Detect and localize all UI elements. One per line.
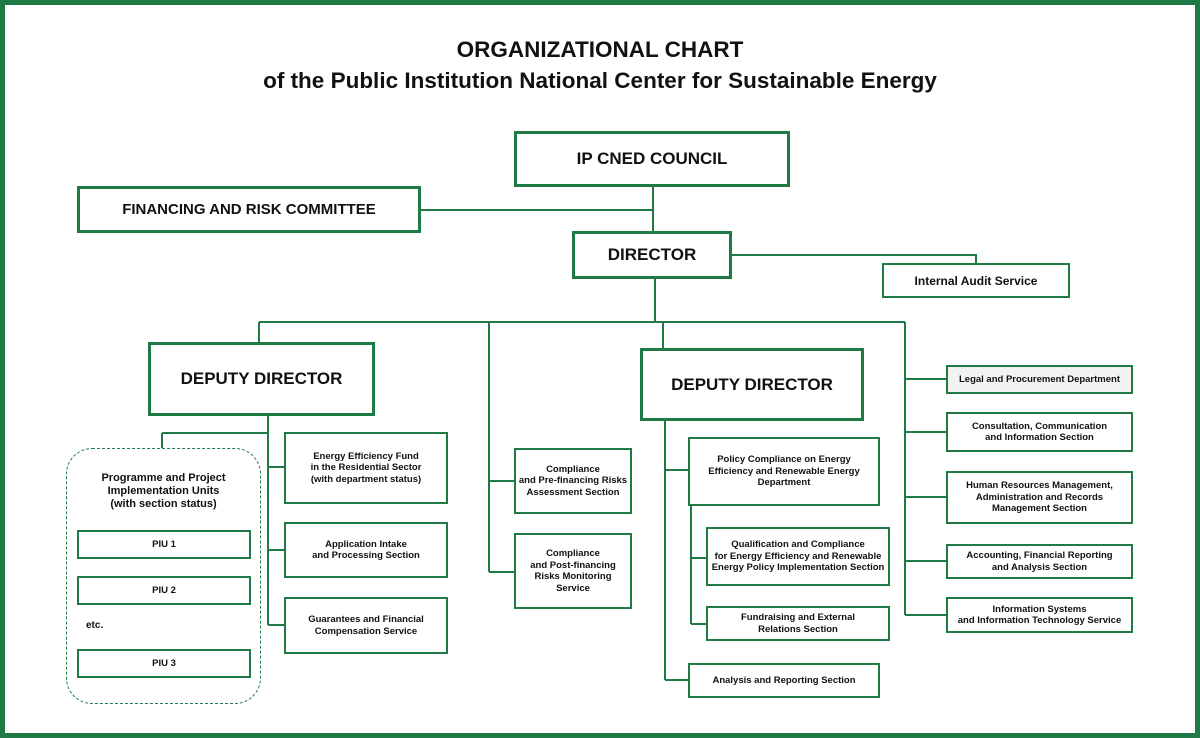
- guarantees-box: Guarantees and Financial Compensation Se…: [284, 597, 448, 654]
- council-box: IP CNED COUNCIL: [514, 131, 790, 187]
- consultation-box: Consultation, Communication and Informat…: [946, 412, 1133, 452]
- hr-box: Human Resources Management, Administrati…: [946, 471, 1133, 524]
- piu-3-box: PIU 3: [77, 649, 251, 678]
- internal-audit-box: Internal Audit Service: [882, 263, 1070, 298]
- title-line-1: ORGANIZATIONAL CHART: [456, 37, 744, 62]
- accounting-box: Accounting, Financial Reporting and Anal…: [946, 544, 1133, 579]
- analysis-reporting-box: Analysis and Reporting Section: [688, 663, 880, 698]
- compliance-post-box: Compliance and Post-financing Risks Moni…: [514, 533, 632, 609]
- fundraising-box: Fundraising and External Relations Secti…: [706, 606, 890, 641]
- financing-committee-box: FINANCING AND RISK COMMITTEE: [77, 186, 421, 233]
- title-line-2: of the Public Institution National Cente…: [263, 68, 937, 93]
- legal-procurement-box: Legal and Procurement Department: [946, 365, 1133, 394]
- qualification-box: Qualification and Compliance for Energy …: [706, 527, 890, 586]
- piu-1-box: PIU 1: [77, 530, 251, 559]
- piu-etc-label: etc.: [86, 620, 104, 631]
- piu-group: [66, 448, 261, 704]
- piu-group-title: Programme and Project Implementation Uni…: [101, 472, 226, 510]
- director-box: DIRECTOR: [572, 231, 732, 279]
- it-box: Information Systems and Information Tech…: [946, 597, 1133, 633]
- compliance-pre-box: Compliance and Pre-financing Risks Asses…: [514, 448, 632, 514]
- piu-2-box: PIU 2: [77, 576, 251, 605]
- application-intake-box: Application Intake and Processing Sectio…: [284, 522, 448, 578]
- ee-fund-box: Energy Efficiency Fund in the Residentia…: [284, 432, 448, 504]
- policy-compliance-box: Policy Compliance on Energy Efficiency a…: [688, 437, 880, 506]
- deputy-director-right-box: DEPUTY DIRECTOR: [640, 348, 864, 421]
- deputy-director-left-box: DEPUTY DIRECTOR: [148, 342, 375, 416]
- connector-audit: [732, 254, 977, 263]
- chart-title: ORGANIZATIONAL CHART of the Public Insti…: [0, 34, 1200, 96]
